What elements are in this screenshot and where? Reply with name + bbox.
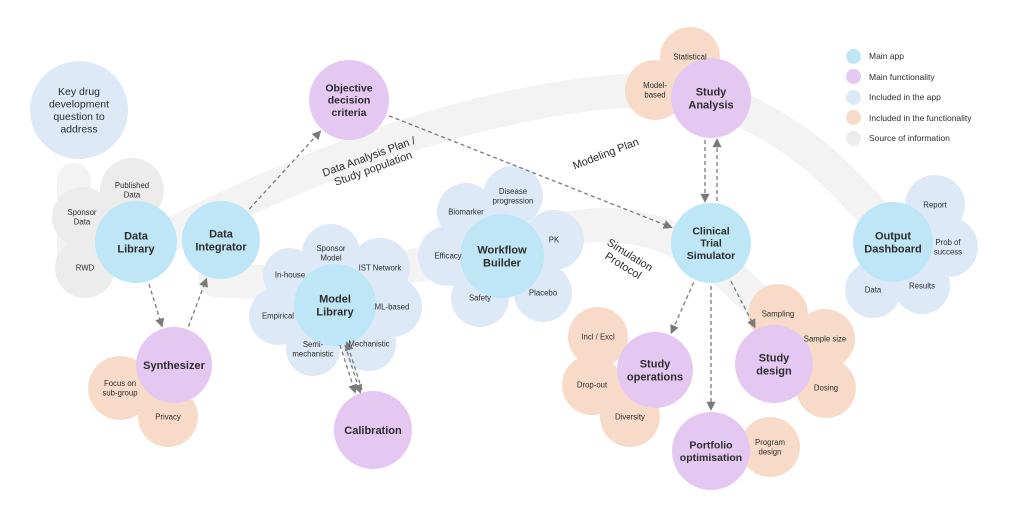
output-dashboard-node	[853, 202, 933, 282]
ml-based-satellite-label: ML-based	[375, 303, 410, 312]
portfolio-optimisation-node	[672, 412, 750, 490]
legend: Main app Main functionality Included in …	[846, 46, 1016, 149]
data-satellite-label: Data	[865, 286, 882, 295]
sample-size-satellite-label: Sample size	[804, 335, 846, 344]
rwd-satellite-label: RWD	[76, 264, 95, 273]
report-satellite-label: Report	[923, 201, 947, 210]
in-house-satellite-label: In-house	[275, 271, 305, 280]
legend-label-included-app: Included in the app	[869, 92, 941, 103]
bubble-circles	[30, 27, 978, 490]
pk-satellite-label: PK	[549, 236, 560, 245]
calibration-node	[334, 391, 412, 469]
ist-network-satellite-label: IST Network	[359, 264, 402, 273]
incl-excl-satellite-label: Incl / Excl	[581, 333, 615, 342]
calibration-node-label: Calibration	[344, 425, 402, 437]
legend-item-included-app: Included in the app	[846, 87, 1016, 108]
study-design-node	[735, 325, 813, 403]
legend-swatch-main-functionality	[846, 69, 861, 85]
empirical-satellite	[249, 287, 307, 345]
safety-satellite-label: Safety	[469, 294, 491, 303]
objective-criteria-node	[309, 60, 389, 140]
legend-swatch-included-app	[846, 89, 861, 105]
synthesizer-node	[136, 327, 212, 403]
model-library-node	[294, 264, 376, 346]
legend-swatch-source	[846, 130, 861, 146]
workflow-builder-node	[460, 214, 544, 298]
incl-excl-satellite	[568, 307, 628, 367]
flow-label-modeling-plan: Modeling Plan	[571, 136, 640, 172]
legend-label-main-functionality: Main functionality	[869, 71, 935, 82]
arrow-clinical-trial-simulator-to-study-operations	[670, 282, 695, 335]
model-based-satellite-label: Model-based	[643, 81, 667, 99]
connection-arrows	[148, 115, 756, 411]
statistical-satellite-label: Statistical	[673, 53, 707, 62]
placebo-satellite-label: Placebo	[529, 289, 558, 298]
legend-item-source: Source of information	[846, 128, 1016, 149]
biomarker-satellite-label: Biomarker	[448, 208, 484, 217]
legend-label-main-app: Main app	[869, 51, 904, 62]
legend-swatch-main-app	[846, 48, 861, 64]
arrow-objective-criteria-to-clinical-trial-simulator	[388, 115, 673, 229]
arrow-model-library-to-calibration-2	[344, 344, 363, 394]
disease-progression-satellite	[483, 166, 543, 226]
sampling-satellite-label: Sampling	[762, 310, 795, 319]
legend-item-included-functionality: Included in the functionality	[846, 108, 1016, 129]
focus-subgroup-satellite	[88, 356, 152, 420]
data-integrator-node	[182, 201, 260, 279]
arrow-data-library-to-synthesizer	[148, 283, 165, 328]
data-library-node	[95, 201, 177, 283]
arrow-model-library-to-calibration	[339, 344, 358, 394]
model-based-satellite	[625, 60, 685, 120]
study-analysis-node	[671, 58, 751, 138]
mechanistic-satellite-label: Mechanistic	[348, 340, 389, 349]
semi-mechanistic-satellite-label: Semi-mechanistic	[292, 340, 333, 358]
privacy-satellite-label: Privacy	[155, 413, 181, 422]
privacy-satellite	[138, 387, 198, 447]
arrow-calibration-to-model-library	[344, 341, 363, 391]
synthesizer-node-label: Synthesizer	[143, 360, 205, 372]
arrow-data-integrator-to-objective-criteria	[248, 130, 322, 210]
arrow-clinical-trial-simulator-to-study-design	[730, 280, 756, 329]
program-design-satellite	[740, 417, 800, 477]
dosing-satellite-label: Dosing	[814, 384, 838, 393]
legend-label-source: Source of information	[869, 133, 950, 144]
results-satellite-label: Results	[909, 282, 935, 291]
legend-item-main-app: Main app	[846, 46, 1016, 67]
legend-item-main-functionality: Main functionality	[846, 67, 1016, 88]
arrow-synthesizer-to-data-integrator	[187, 277, 208, 327]
legend-label-included-functionality: Included in the functionality	[869, 112, 972, 123]
drop-out-satellite-label: Drop-out	[577, 381, 608, 390]
diversity-satellite-label: Diversity	[615, 413, 645, 422]
efficacy-satellite-label: Efficacy	[434, 252, 461, 261]
study-operations-node	[617, 332, 693, 408]
legend-swatch-included-functionality	[846, 110, 861, 126]
empirical-satellite-label: Empirical	[262, 312, 294, 321]
clinical-trial-simulator-node	[671, 203, 751, 283]
key-question-node	[30, 61, 128, 159]
